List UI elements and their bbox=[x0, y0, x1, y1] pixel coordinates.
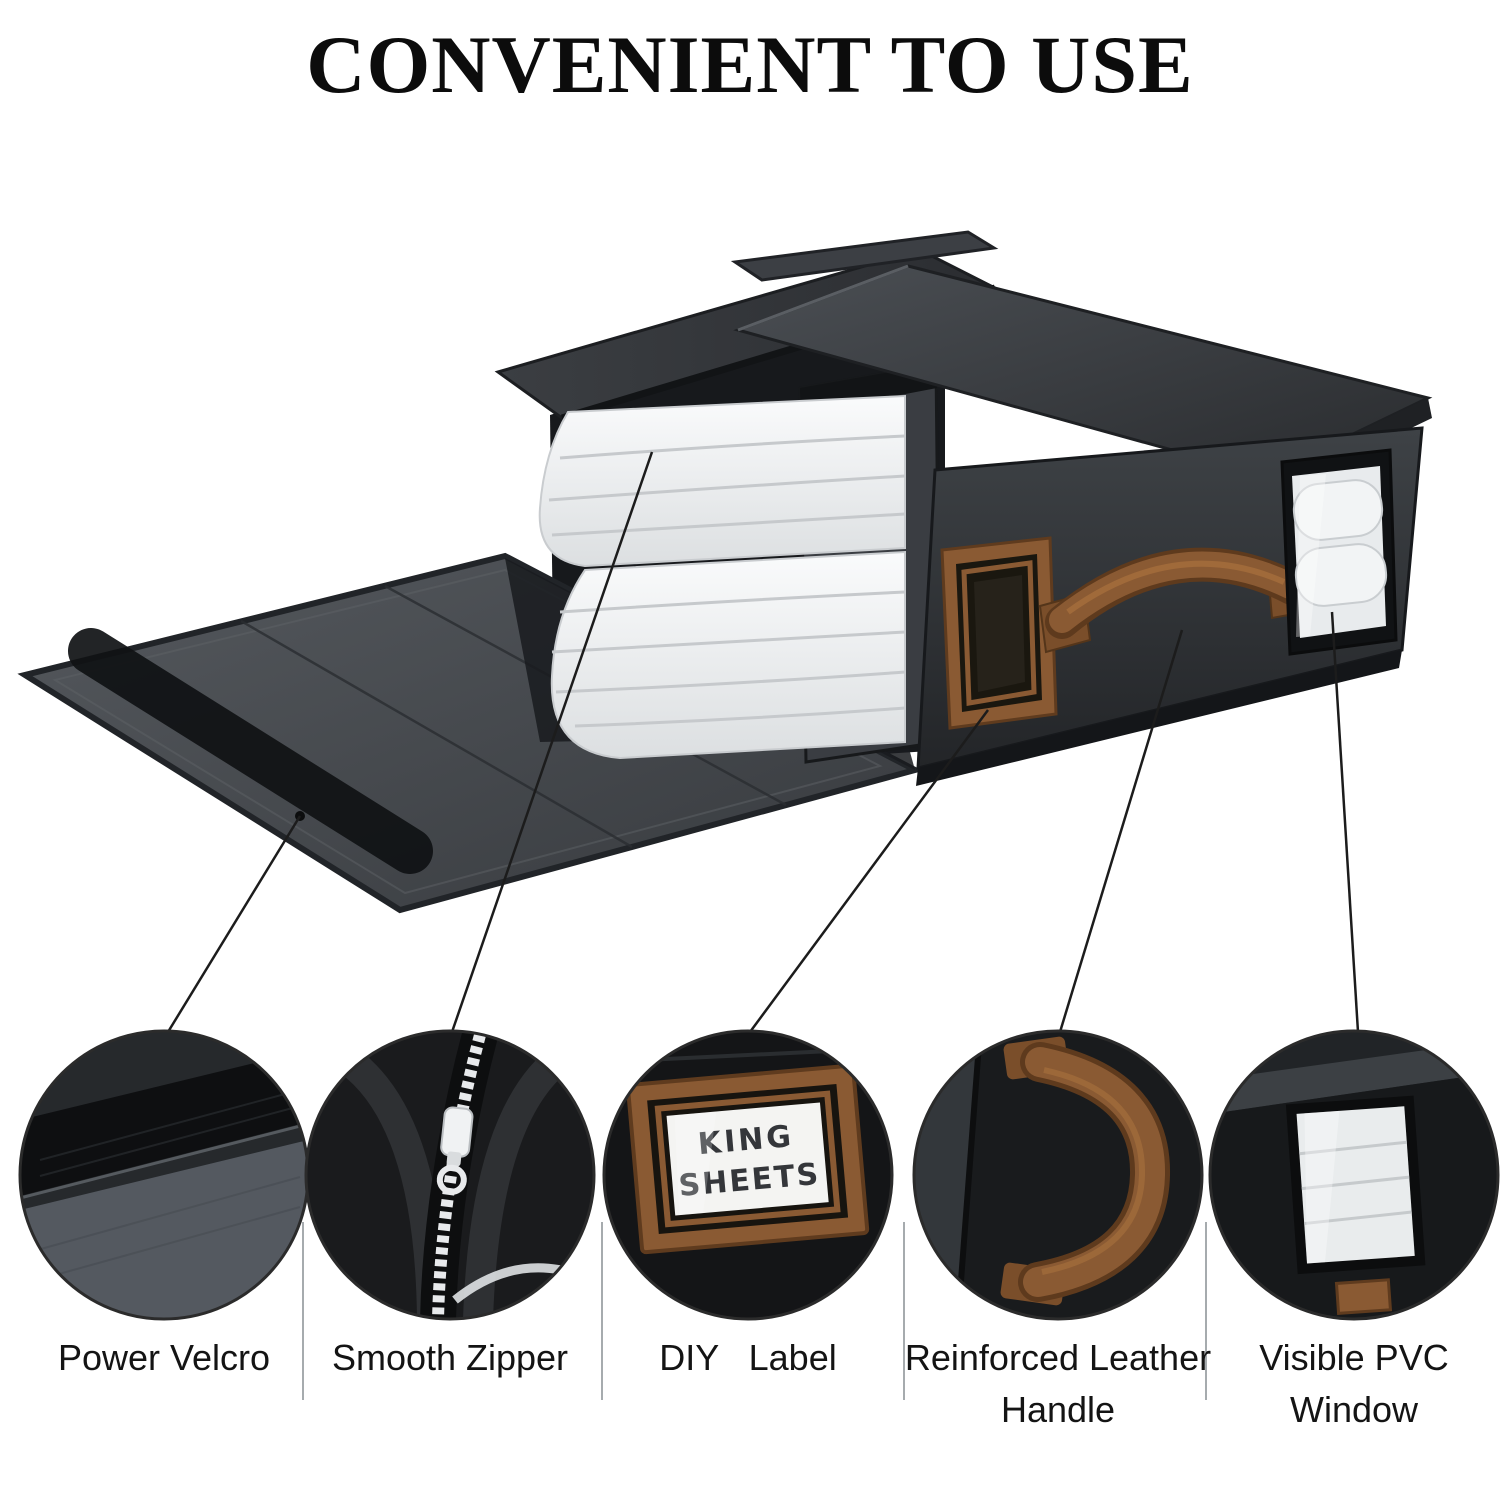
label-holder bbox=[940, 536, 1058, 730]
front-panel bbox=[916, 426, 1424, 786]
diy-label-card-line1: KING bbox=[697, 1119, 796, 1162]
callout-lines bbox=[166, 451, 1360, 1033]
lid-back-strip bbox=[730, 230, 999, 282]
feature-label-power-velcro: Power Velcro bbox=[57, 1337, 271, 1378]
feature-circle-leather-handle bbox=[912, 1029, 1204, 1321]
feature-circle-diy-label: KING SHEETS bbox=[602, 1029, 894, 1321]
velcro-strip bbox=[68, 628, 433, 874]
feature-circle-smooth-zipper bbox=[304, 1029, 596, 1321]
feature-circle-pvc-window bbox=[1208, 1029, 1500, 1321]
folded-sheets bbox=[538, 394, 906, 760]
feature-label-smooth-zipper: Smooth Zipper bbox=[331, 1337, 569, 1378]
callout-line-smooth-zipper bbox=[450, 451, 654, 1033]
zipper-pull bbox=[436, 1106, 474, 1195]
feature-circle-power-velcro bbox=[18, 1029, 310, 1321]
page-title: CONVENIENT TO USE bbox=[306, 19, 1194, 110]
zipper-teeth bbox=[432, 1033, 486, 1319]
pvc-window bbox=[1280, 448, 1398, 656]
callout-line-leather-handle bbox=[1058, 629, 1184, 1033]
feature-label-diy-label: DIY Label bbox=[659, 1337, 837, 1378]
callout-line-power-velcro bbox=[166, 815, 302, 1033]
label-dividers bbox=[302, 1222, 1207, 1400]
storage-bag bbox=[17, 230, 1433, 914]
feature-label-pvc-window: Visible PVC Window bbox=[1259, 1337, 1459, 1431]
callout-line-pvc-window bbox=[1330, 611, 1360, 1033]
feature-label-leather-handle: Reinforced Leather Handle bbox=[904, 1337, 1222, 1431]
callout-line-diy-label bbox=[748, 709, 990, 1033]
